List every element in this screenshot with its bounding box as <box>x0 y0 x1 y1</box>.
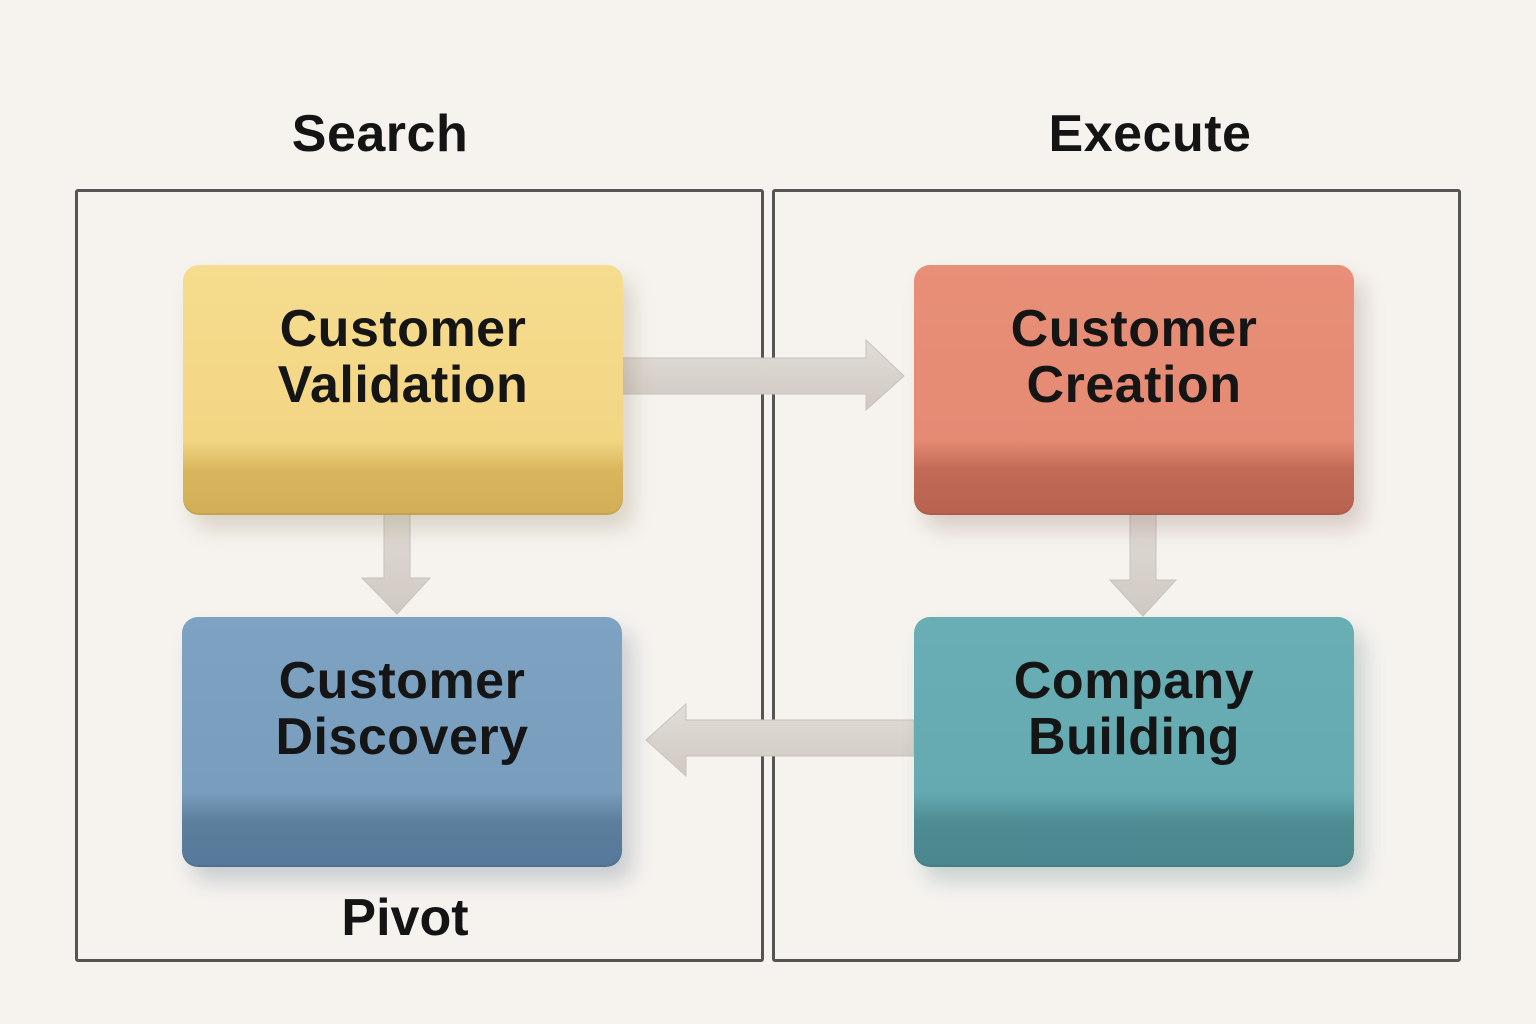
arrow-validation-to-discovery <box>360 504 432 615</box>
arrow-creation-to-company <box>1108 504 1178 617</box>
arrow-company-to-discovery <box>645 702 915 778</box>
company-building-block: Company Building <box>914 617 1354 867</box>
customer-discovery-label: Customer Discovery <box>275 652 529 766</box>
customer-creation-block: Customer Creation <box>914 265 1354 515</box>
customer-validation-block: Customer Validation <box>183 265 623 515</box>
customer-discovery-block: Customer Discovery <box>182 617 622 867</box>
execute-phase-title: Execute <box>1048 105 1252 163</box>
company-building-label: Company Building <box>1013 652 1255 766</box>
search-phase-title: Search <box>291 105 469 163</box>
arrow-validation-to-creation <box>621 338 905 412</box>
customer-creation-label: Customer Creation <box>1010 300 1258 414</box>
search-phase-frame <box>75 189 764 962</box>
pivot-label: Pivot <box>341 889 469 947</box>
execute-phase-frame <box>772 189 1461 962</box>
customer-validation-label: Customer Validation <box>277 300 529 414</box>
